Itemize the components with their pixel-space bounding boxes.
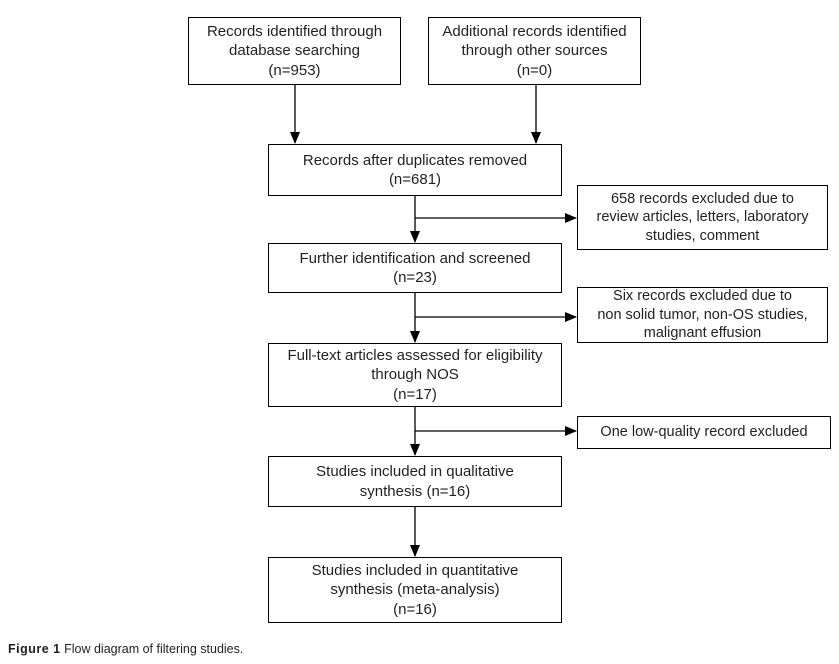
node-quantitative-synthesis: Studies included in quantitative synthes… [268,557,562,623]
figure-caption: Figure 1 Flow diagram of filtering studi… [8,641,243,658]
node-qualitative-synthesis: Studies included in qualitative synthesi… [268,456,562,507]
node-further-identification-screened: Further identification and screened (n=2… [268,243,562,293]
node-records-identified-other: Additional records identified through ot… [428,17,641,85]
node-excluded-six-records: Six records excluded due to non solid tu… [577,287,828,343]
node-records-identified-database: Records identified through database sear… [188,17,401,85]
figure-caption-text: Flow diagram of filtering studies. [64,642,244,656]
node-excluded-658-records: 658 records excluded due to review artic… [577,185,828,250]
node-records-after-duplicates: Records after duplicates removed (n=681) [268,144,562,196]
node-excluded-low-quality: One low-quality record excluded [577,416,831,449]
figure-caption-label: Figure 1 [8,642,61,656]
node-fulltext-eligibility: Full-text articles assessed for eligibil… [268,343,562,407]
